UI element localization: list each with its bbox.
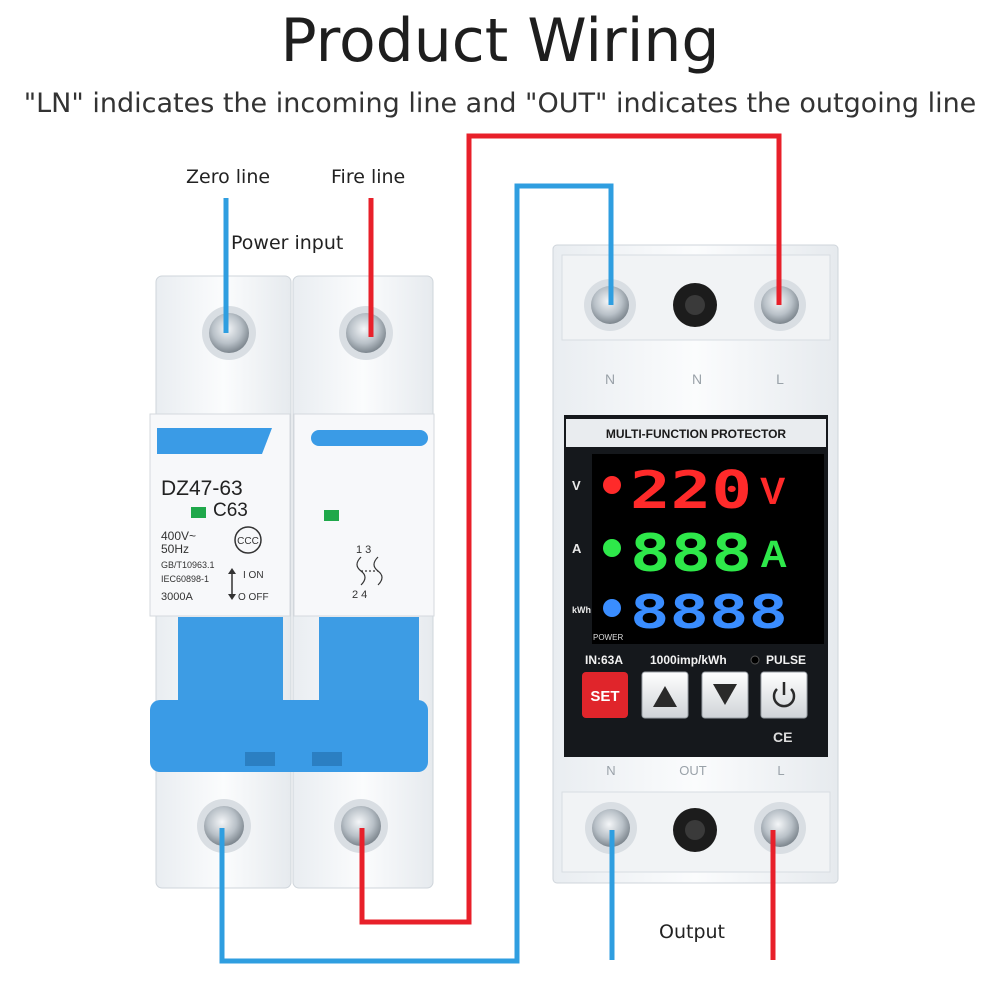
power-input-label: Power input [231, 232, 344, 254]
ce-mark: CE [773, 729, 792, 745]
protector-title: MULTI-FUNCTION PROTECTOR [606, 427, 787, 441]
wires [219, 133, 782, 964]
lcd-digits-1: 888 [630, 524, 752, 584]
power-label: POWER [593, 633, 623, 642]
arrow-up-icon [653, 686, 677, 707]
protector-rating: IN:63A [585, 653, 623, 667]
breaker-off-label: O OFF [238, 592, 269, 603]
lcd-indicator-dot-1 [603, 539, 621, 557]
arrow-down-icon [713, 684, 737, 705]
breaker-symbol-icon [356, 556, 383, 586]
breaker-indicator-right [324, 510, 339, 521]
down-button[interactable] [701, 671, 749, 719]
breaker-screw-top-right [346, 313, 386, 353]
wire-zero-link [219, 183, 614, 964]
breaker-label-panel-right [293, 413, 435, 617]
protector-screw-bottom-l [761, 809, 799, 847]
terminal-bottom-1: OUT [679, 763, 707, 778]
pulse-label: PULSE [766, 653, 806, 667]
breaker-model: DZ47-63 [161, 477, 243, 500]
lcd-row-tag-2: kWh [572, 605, 591, 615]
breaker-on-label: I ON [243, 570, 264, 581]
breaker-spec-4: 3000A [161, 591, 193, 603]
terminal-bottom-0: N [606, 763, 615, 778]
lcd-digits-2: 8888 [630, 585, 788, 639]
terminal-top-2: L [776, 371, 784, 387]
breaker-spec-0: 400V~ [161, 529, 196, 543]
lcd-display [592, 454, 824, 644]
breaker-indicator-left [191, 507, 206, 518]
lcd-indicator-dot-0 [603, 476, 621, 494]
protector-imp: 1000imp/kWh [650, 653, 727, 667]
breaker-screw-bottom-right [341, 806, 381, 846]
on-off-arrow-icon [228, 568, 236, 600]
svg-text:SET: SET [590, 688, 619, 705]
output-label: Output [659, 921, 725, 943]
wire-fire-link [359, 133, 782, 925]
lcd-unit-1: A [760, 534, 787, 576]
terminal-top-1: N [692, 371, 702, 387]
up-button[interactable] [641, 671, 689, 719]
lcd-unit-0: V [760, 471, 786, 513]
set-button[interactable]: SET [582, 672, 628, 718]
svg-text:CCC: CCC [237, 536, 259, 547]
terminal-bottom-2: L [777, 763, 784, 778]
breaker-pole-bottom: 2 4 [352, 589, 367, 601]
breaker-screw-bottom-left [204, 806, 244, 846]
protector-screw-bottom-n [592, 809, 630, 847]
ccc-mark-icon: CCC [234, 526, 262, 554]
breaker-pole-top: 1 3 [356, 544, 371, 556]
lcd-digits-0: 220 [630, 461, 752, 521]
zero-line-label: Zero line [186, 166, 271, 188]
breaker-screw-top-left [209, 313, 249, 353]
page-title: Product Wiring [280, 6, 720, 76]
breaker-rating: C63 [213, 500, 248, 521]
page-subtitle: "LN" indicates the incoming line and "OU… [23, 88, 977, 119]
breaker-blue-tab-right [311, 430, 428, 446]
fire-line-label: Fire line [331, 166, 406, 188]
breaker-spec-1: 50Hz [161, 542, 189, 556]
breaker-spec-3: IEC60898-1 [161, 574, 209, 584]
breaker-blue-tab-left [157, 428, 272, 454]
breaker-handle-bar[interactable] [150, 700, 428, 772]
circuit-breaker: DZ47-63 C63 400V~ 50Hz GB/T10963.1 IEC60… [149, 275, 435, 889]
power-button[interactable] [760, 671, 808, 719]
multi-function-protector: N N L N OUT L MULTI-FUNCTION PROTECTOR V… [552, 244, 839, 884]
breaker-toggle-left[interactable] [178, 617, 283, 705]
breaker-spec-2: GB/T10963.1 [161, 560, 215, 570]
lcd-row-tag-0: V [572, 478, 581, 493]
lcd-row-tag-1: A [572, 541, 582, 556]
breaker-toggle-right[interactable] [319, 617, 419, 705]
lcd-indicator-dot-2 [603, 599, 621, 617]
terminal-top-0: N [605, 371, 615, 387]
power-icon [772, 682, 796, 708]
